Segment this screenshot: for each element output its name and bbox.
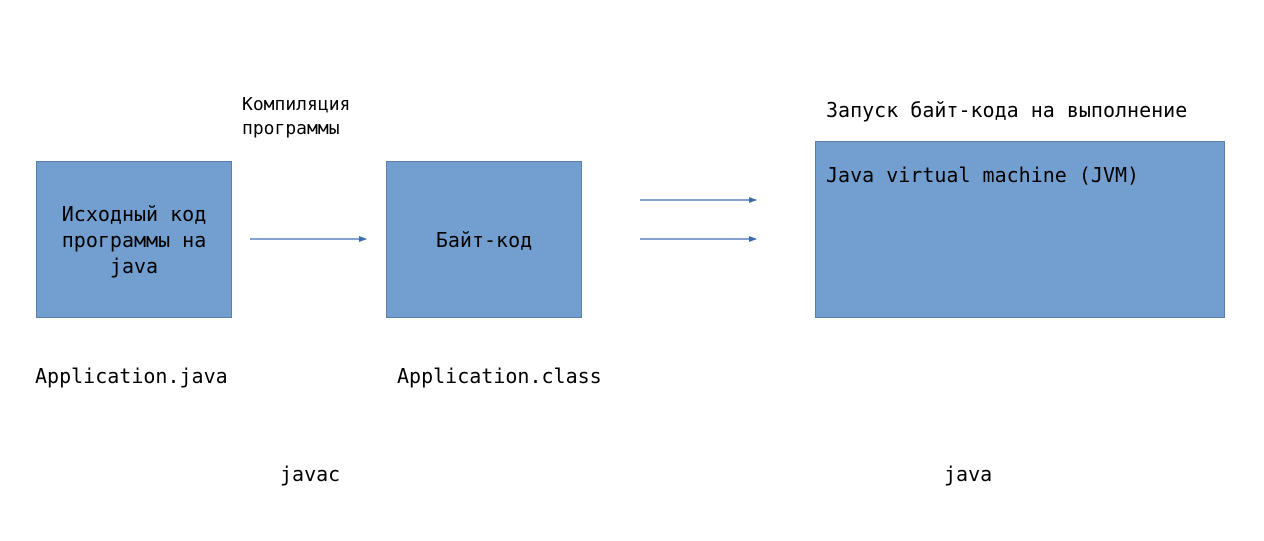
bytecode-box-label: Байт-код — [435, 227, 533, 252]
bytecode-box: Байт-код — [386, 161, 582, 318]
java-label: java — [944, 462, 993, 486]
class-file-label: Application.class — [397, 364, 602, 388]
jvm-box-label: Java virtual machine (JVM) — [826, 163, 1140, 187]
jvm-box: Java virtual machine (JVM) — [815, 141, 1225, 318]
run-label: Запуск байт-кода на выполнение — [826, 98, 1188, 122]
source-file-label: Application.java — [35, 364, 228, 388]
javac-label: javac — [280, 462, 341, 486]
source-code-box: Исходный код программы на java — [36, 161, 232, 318]
source-code-box-label: Исходный код программы на java — [61, 201, 207, 278]
compile-label: Компиляция программы — [242, 94, 351, 139]
